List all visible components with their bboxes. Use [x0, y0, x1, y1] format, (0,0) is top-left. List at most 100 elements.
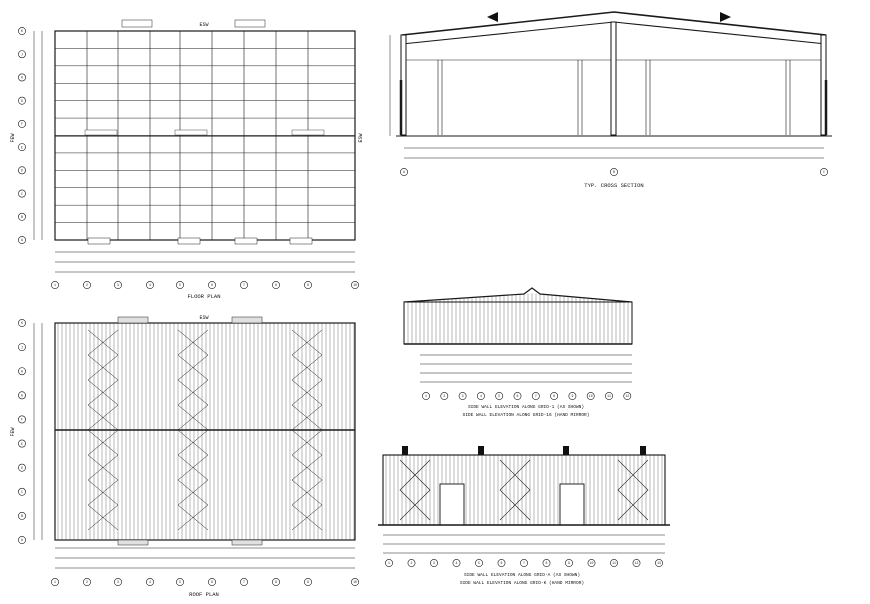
floor-plan-row-bubble-label: D — [21, 169, 23, 173]
end-wall-grid-bubble-label: 5 — [478, 561, 480, 565]
side-wall-dimension-lines — [420, 354, 632, 383]
roof-plan-brace — [291, 479, 323, 531]
side-wall-grid-bubble: 9 — [568, 392, 577, 400]
end-wall-grid-bubble: 5 — [475, 559, 483, 567]
cross-section-grid-bubble: A — [400, 168, 408, 176]
floor-plan-row-bubble: B — [18, 212, 26, 221]
floor-plan-column-bubble: 4 — [146, 281, 154, 289]
roof-plan-brace — [177, 429, 209, 481]
floor-plan-column-bubble-label: 7 — [243, 283, 245, 287]
floor-plan-dimension-lines — [33, 31, 355, 273]
side-wall-grid-bubble-label: 5 — [498, 394, 500, 398]
floor-plan-row-bubble-label: J — [21, 52, 23, 56]
roof-plan-column-bubble-circle — [146, 578, 154, 586]
floor-plan-door-tags — [84, 19, 325, 245]
roof-plan-row-bubble-circle — [18, 391, 26, 400]
cross-section-grid-bubble-label: A — [403, 170, 405, 174]
side-wall-grid-bubble: 2 — [440, 392, 449, 400]
side-wall-grid-bubble-label: 1 — [425, 394, 427, 398]
side-wall-caption-1: SIDE WALL ELEVATION ALONG GRID-1 (AS SHO… — [468, 404, 584, 410]
roof-plan-column-bubble: 9 — [304, 578, 312, 586]
cross-section-grid-bubble: B — [610, 168, 618, 176]
roof-plan-column-bubble-label: 9 — [307, 580, 309, 584]
roof-plan-column-bubble-circle — [51, 578, 59, 586]
roof-plan-column-bubble-circle — [272, 578, 280, 586]
roof-plan-column-bubble: 4 — [146, 578, 154, 586]
end-wall-grid-bubble-circle — [520, 559, 528, 567]
side-wall-grid-bubble-label: 8 — [553, 394, 555, 398]
roof-plan-column-bubble-circle — [176, 578, 184, 586]
roof-plan-north-label: ESW — [199, 315, 208, 321]
end-wall-grid-bubble: 10 — [587, 559, 596, 567]
floor-plan-row-bubble-label: B — [21, 215, 23, 219]
floor-plan-row-bubble-circle — [18, 166, 26, 175]
floor-plan-column-bubble-circle — [240, 281, 248, 289]
floor-plan-row-bubble: A — [18, 236, 26, 244]
roof-plan-column-bubble: 2 — [83, 578, 91, 586]
floor-plan-row-bubble-circle — [18, 212, 26, 221]
roof-plan-column-bubble-label: 1 — [54, 580, 56, 584]
roof-plan-column-bubble-label: 3 — [117, 580, 119, 584]
floor-plan-side-label-right: ESW — [358, 133, 364, 142]
end-wall-grid-bubble-label: 8 — [546, 561, 548, 565]
floor-plan-row-bubble-circle — [18, 50, 26, 59]
end-wall-grid-bubble: 6 — [497, 559, 506, 567]
floor-plan-row-bubble: D — [18, 166, 26, 175]
side-wall-grid-bubble-circle — [440, 392, 449, 400]
side-wall-grid-bubble-circle — [623, 392, 632, 400]
roof-plan-dimension-lines — [33, 323, 355, 569]
roof-plan-row-bubble: A — [18, 536, 26, 544]
roof-plan-row-bubble-circle — [18, 511, 26, 520]
side-wall-grid-bubble-circle — [531, 392, 540, 400]
side-wall-grid-bubble-label: 11 — [607, 394, 611, 398]
cross-section-rafter-top — [401, 11, 827, 36]
end-wall-grid-bubble-label: 13 — [657, 561, 661, 565]
floor-plan-row-bubble-label: F — [21, 122, 23, 126]
floor-plan-column-bubble-circle — [51, 281, 59, 289]
roof-plan-column-bubble: 10 — [351, 578, 359, 586]
floor-plan-row-bubble: K — [18, 27, 26, 35]
cross-section-grid-bubbles: A B C — [400, 168, 828, 176]
floor-plan-row-bubble-label: G — [21, 99, 23, 103]
cross-section-grid-bubble-label: C — [823, 170, 825, 174]
side-wall-roofline — [403, 287, 633, 303]
floor-plan-column-bubble: 3 — [114, 281, 122, 289]
roof-plan-side-label-left: FEW — [10, 427, 16, 436]
roof-plan-row-bubble-label: G — [21, 394, 23, 398]
end-wall-grid-bubble-label: 7 — [523, 561, 525, 565]
floor-plan-row-bubble-label: H — [21, 76, 23, 80]
side-wall-panel — [403, 301, 633, 345]
side-wall-grid-bubble-label: 6 — [517, 394, 519, 398]
roof-plan-row-bubble: C — [18, 487, 26, 496]
roof-plan-column-bubble-label: 4 — [149, 580, 151, 584]
roof-plan-row-bubble-label: H — [21, 369, 23, 373]
roof-plan-brace — [177, 329, 209, 381]
end-wall-grid-bubble-circle — [475, 559, 483, 567]
floor-plan-column-bubble-label: 9 — [307, 283, 309, 287]
end-wall-panel — [382, 454, 666, 526]
roof-plan-brace — [87, 329, 119, 381]
end-wall-grid-bubble-label: 11 — [612, 561, 616, 565]
end-wall-grid-bubble-circle — [632, 559, 641, 567]
floor-plan-column-bubble: 10 — [351, 281, 359, 289]
roof-plan-row-bubble-circle — [18, 319, 26, 327]
roof-plan-column-bubble-label: 10 — [353, 580, 357, 584]
side-wall-grid-bubble: 6 — [513, 392, 522, 400]
floor-plan-row-bubble-circle — [18, 73, 26, 82]
cross-section-grid-bubble-circle — [610, 168, 618, 176]
side-wall-grid-bubble-label: 2 — [443, 394, 445, 398]
roof-plan-column-bubble: 8 — [272, 578, 280, 586]
roof-plan-row-bubble: F — [18, 415, 26, 424]
roof-plan-brace — [87, 379, 119, 431]
roof-plan-row-bubble-circle — [18, 367, 26, 376]
end-wall-grid-bubble-circle — [452, 559, 461, 567]
floor-plan-column-bubble-circle — [304, 281, 312, 289]
floor-plan-column-bubble-label: 6 — [211, 283, 213, 287]
roof-plan-column-bubble-circle — [208, 578, 216, 586]
side-wall-grid-bubble: 10 — [586, 392, 595, 400]
